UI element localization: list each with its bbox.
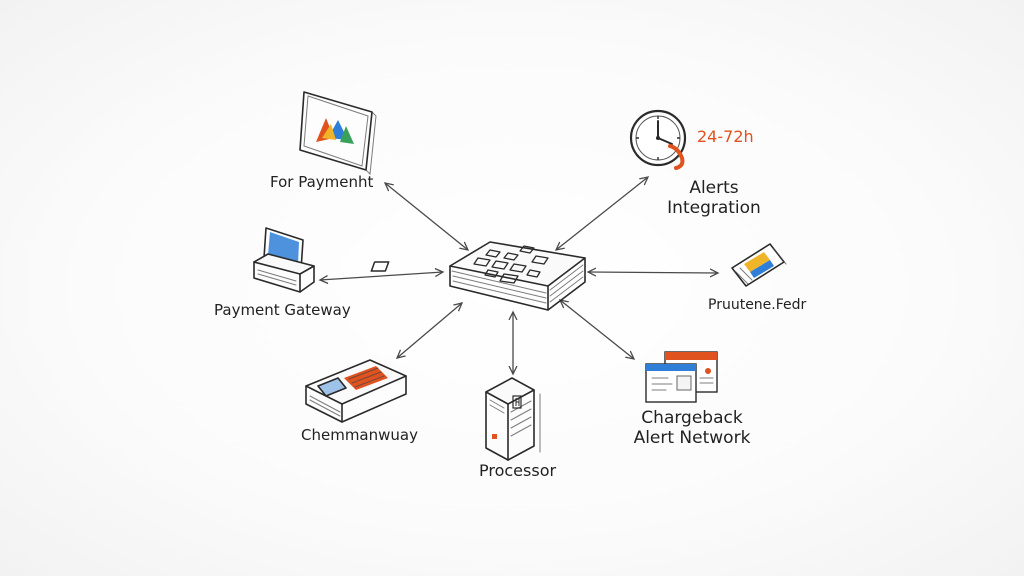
label-chargeback-alert-network: Chargeback Alert Network <box>628 408 756 449</box>
stacked-windows-icon <box>645 351 718 403</box>
connector-payment-gateway <box>320 272 443 280</box>
connector-prutenie <box>588 272 718 273</box>
label-chargeback-line2: Alert Network <box>633 428 751 449</box>
computer-terminal-icon <box>253 227 315 293</box>
card-reader-icon <box>305 359 407 423</box>
connector-chemmanwuay <box>397 303 462 358</box>
payment-card-icon <box>731 243 787 287</box>
time-window-label: 24-72h <box>697 127 754 146</box>
clock-icon <box>629 109 687 170</box>
label-payment-gateway: Payment Gateway <box>214 301 351 319</box>
label-alerts-integration: Alerts Integration <box>664 178 764 219</box>
connector-alerts <box>556 177 648 250</box>
connector-chargeback <box>560 300 634 359</box>
label-processor: Processor <box>479 461 557 480</box>
connector-for-payment <box>385 183 468 250</box>
hub-device-icon <box>370 241 586 311</box>
label-chemmanwuay: Chemmanwuay <box>301 426 418 444</box>
label-prutenie: Pruutene.Fedr <box>708 297 807 313</box>
framed-chart-icon <box>299 91 377 176</box>
label-for-payment: For Paymenht <box>270 173 374 191</box>
label-alerts-line2: Integration <box>667 198 761 219</box>
server-tower-icon <box>485 377 541 461</box>
connectors <box>320 177 718 374</box>
label-alerts-line1: Alerts <box>689 178 739 198</box>
label-chargeback-line1: Chargeback <box>641 408 743 428</box>
